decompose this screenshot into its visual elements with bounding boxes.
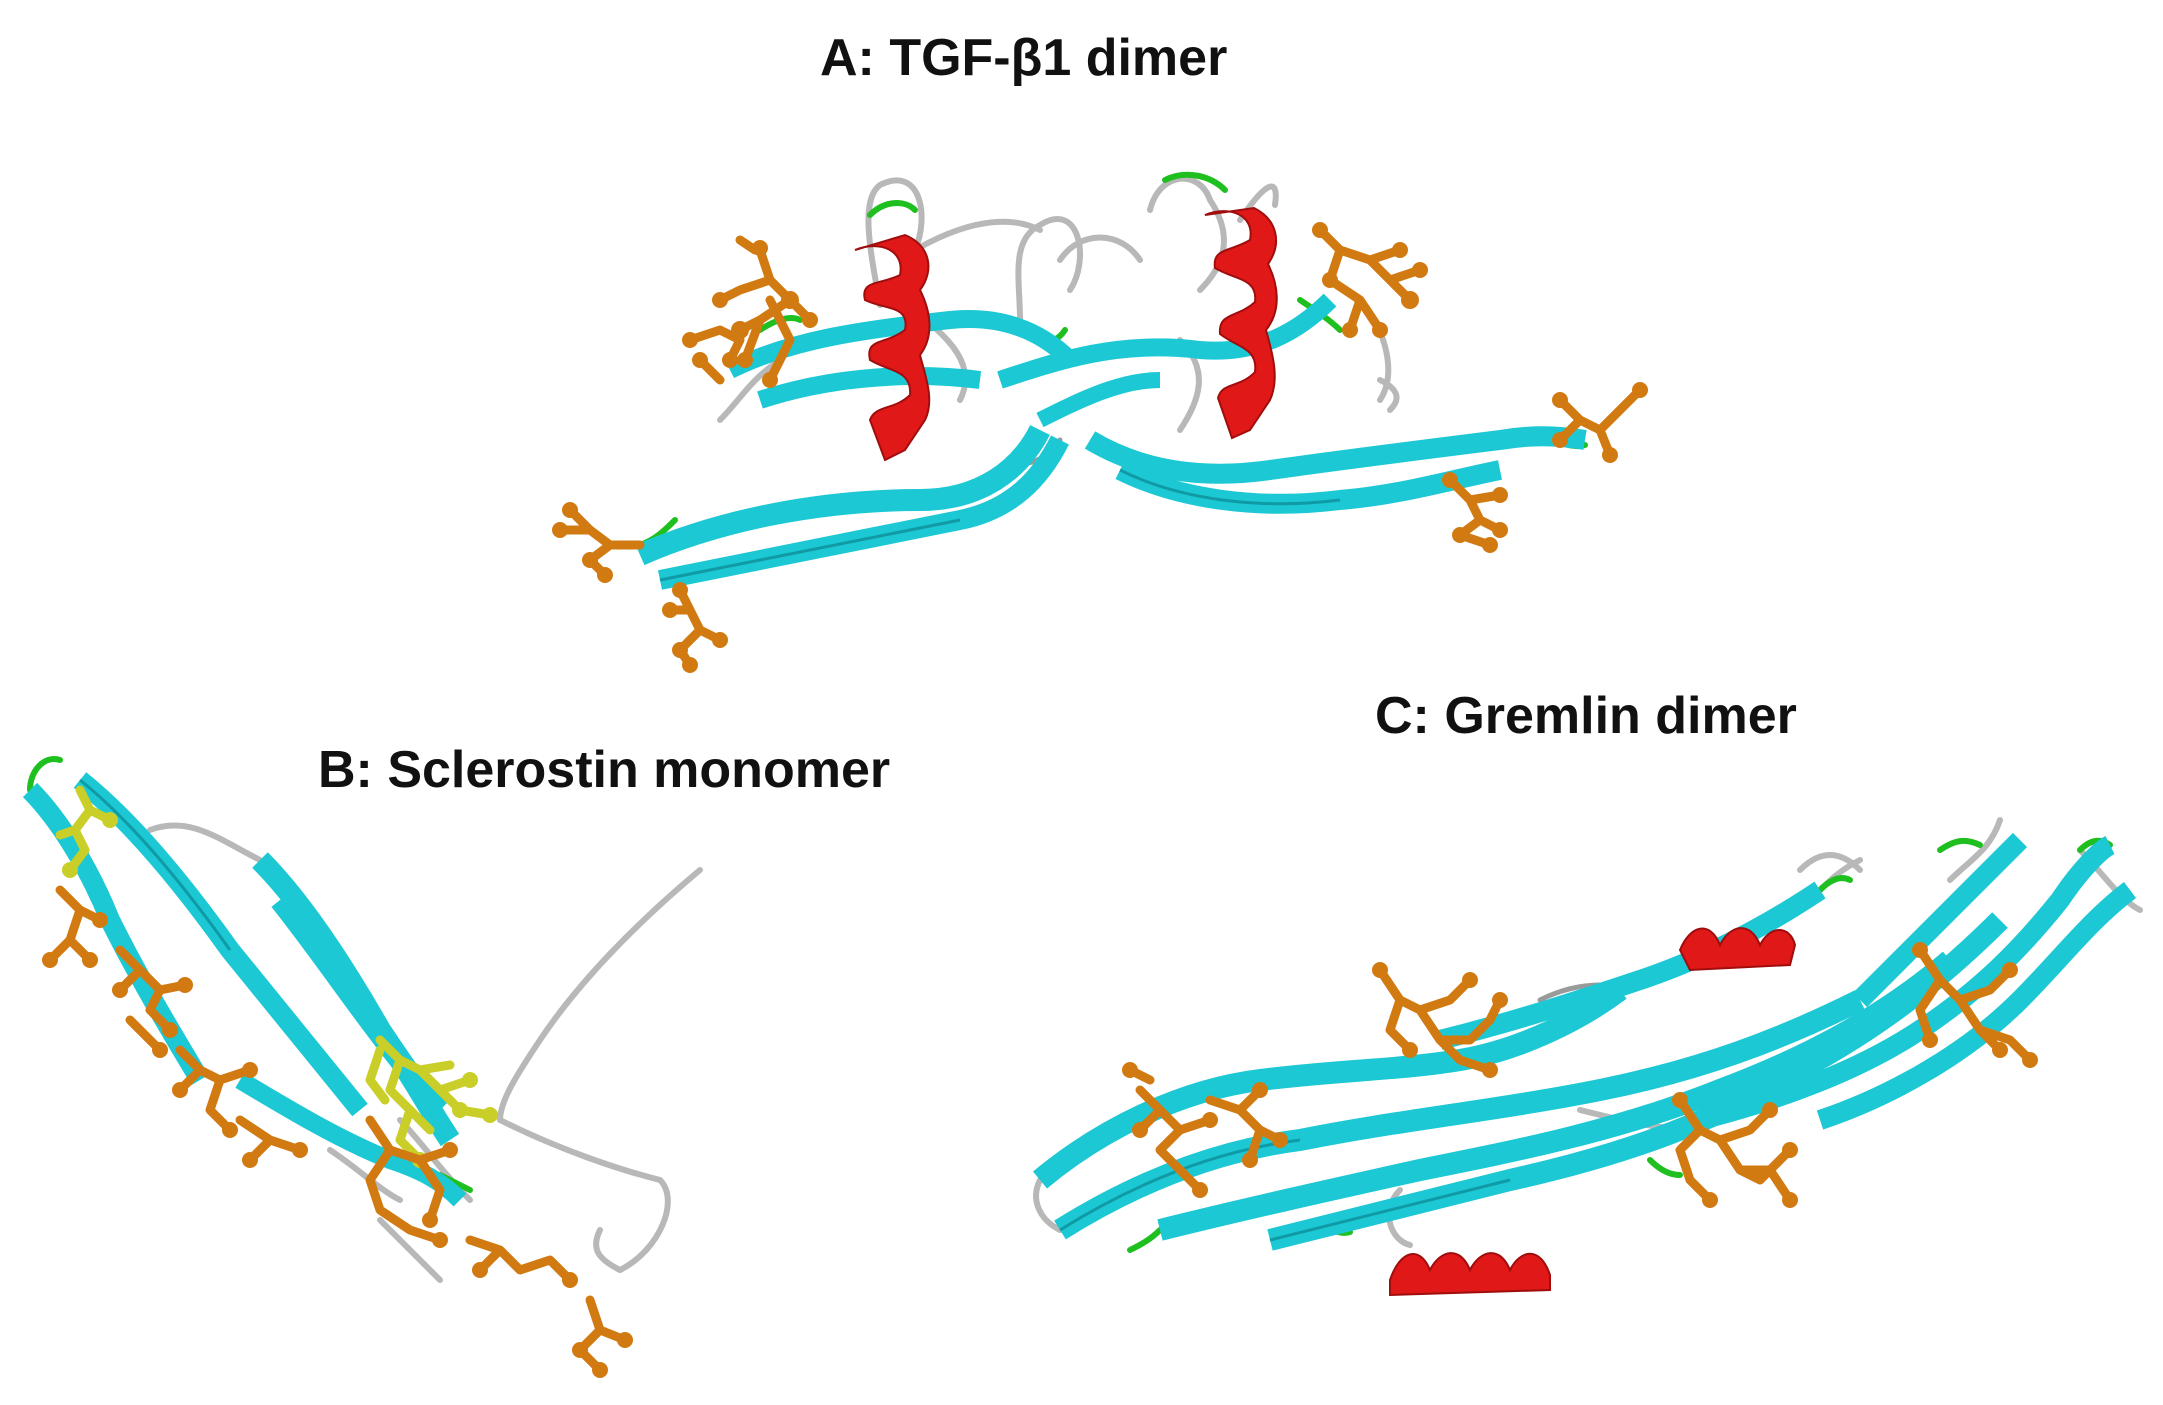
panel-c-title: C: Gremlin dimer [1375, 687, 1797, 745]
panel-a-structure [552, 171, 1648, 673]
panel-b-structure [22, 756, 703, 1378]
panel-a-residues-left-top [682, 235, 818, 388]
panel-a-residues-right-top [1312, 222, 1428, 338]
panel-a-title: A: TGF-β1 dimer [820, 29, 1228, 87]
panel-a-residues-left-bottom [552, 502, 728, 673]
panel-c-structure [1032, 817, 2143, 1297]
panel-b-title: B: Sclerostin monomer [318, 741, 891, 799]
panel-a-residues-right-bottom [1442, 382, 1648, 553]
